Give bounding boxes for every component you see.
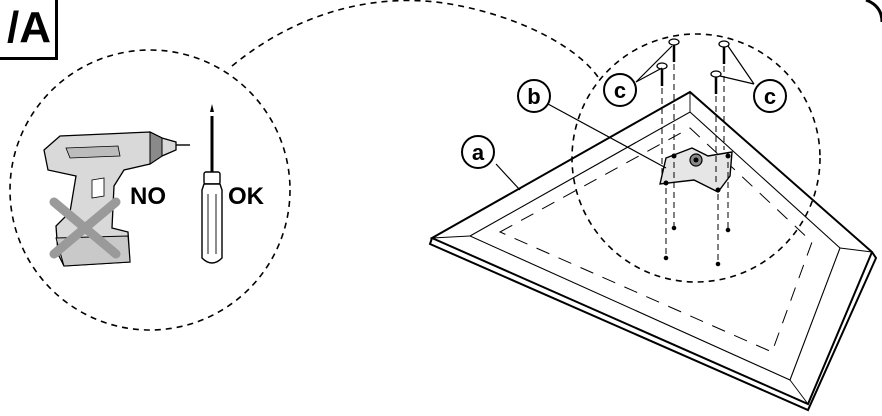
callout-b-label: b xyxy=(527,84,540,109)
drill-verdict-label: NO xyxy=(130,183,166,210)
connector-arc xyxy=(231,0,601,81)
callout-a-label: a xyxy=(472,140,485,165)
callout-b: b xyxy=(517,79,551,113)
screw-set xyxy=(656,38,731,267)
screw-icon xyxy=(668,38,680,62)
screw-icon xyxy=(656,62,668,86)
screw-guide-lines xyxy=(661,64,729,262)
stand-base xyxy=(428,90,878,412)
callout-a: a xyxy=(461,135,495,169)
callout-c-left: c xyxy=(603,73,637,107)
step-tag: /A xyxy=(0,0,58,60)
screw-icon xyxy=(710,70,722,94)
corner-fragment xyxy=(865,0,882,23)
callout-leaders xyxy=(495,45,755,191)
hole-marks xyxy=(663,225,731,267)
tools-detail-circle xyxy=(9,49,291,331)
mounting-bracket xyxy=(659,147,733,193)
prohibited-cross-icon xyxy=(49,197,121,259)
callout-c-right: c xyxy=(753,79,787,113)
callout-c-right-label: c xyxy=(764,84,776,109)
screw-icon xyxy=(718,40,730,64)
callout-c-left-label: c xyxy=(614,78,626,103)
mounting-detail-circle xyxy=(571,33,821,283)
screwdriver-verdict-label: OK xyxy=(228,183,265,210)
screwdriver-icon xyxy=(201,104,223,264)
